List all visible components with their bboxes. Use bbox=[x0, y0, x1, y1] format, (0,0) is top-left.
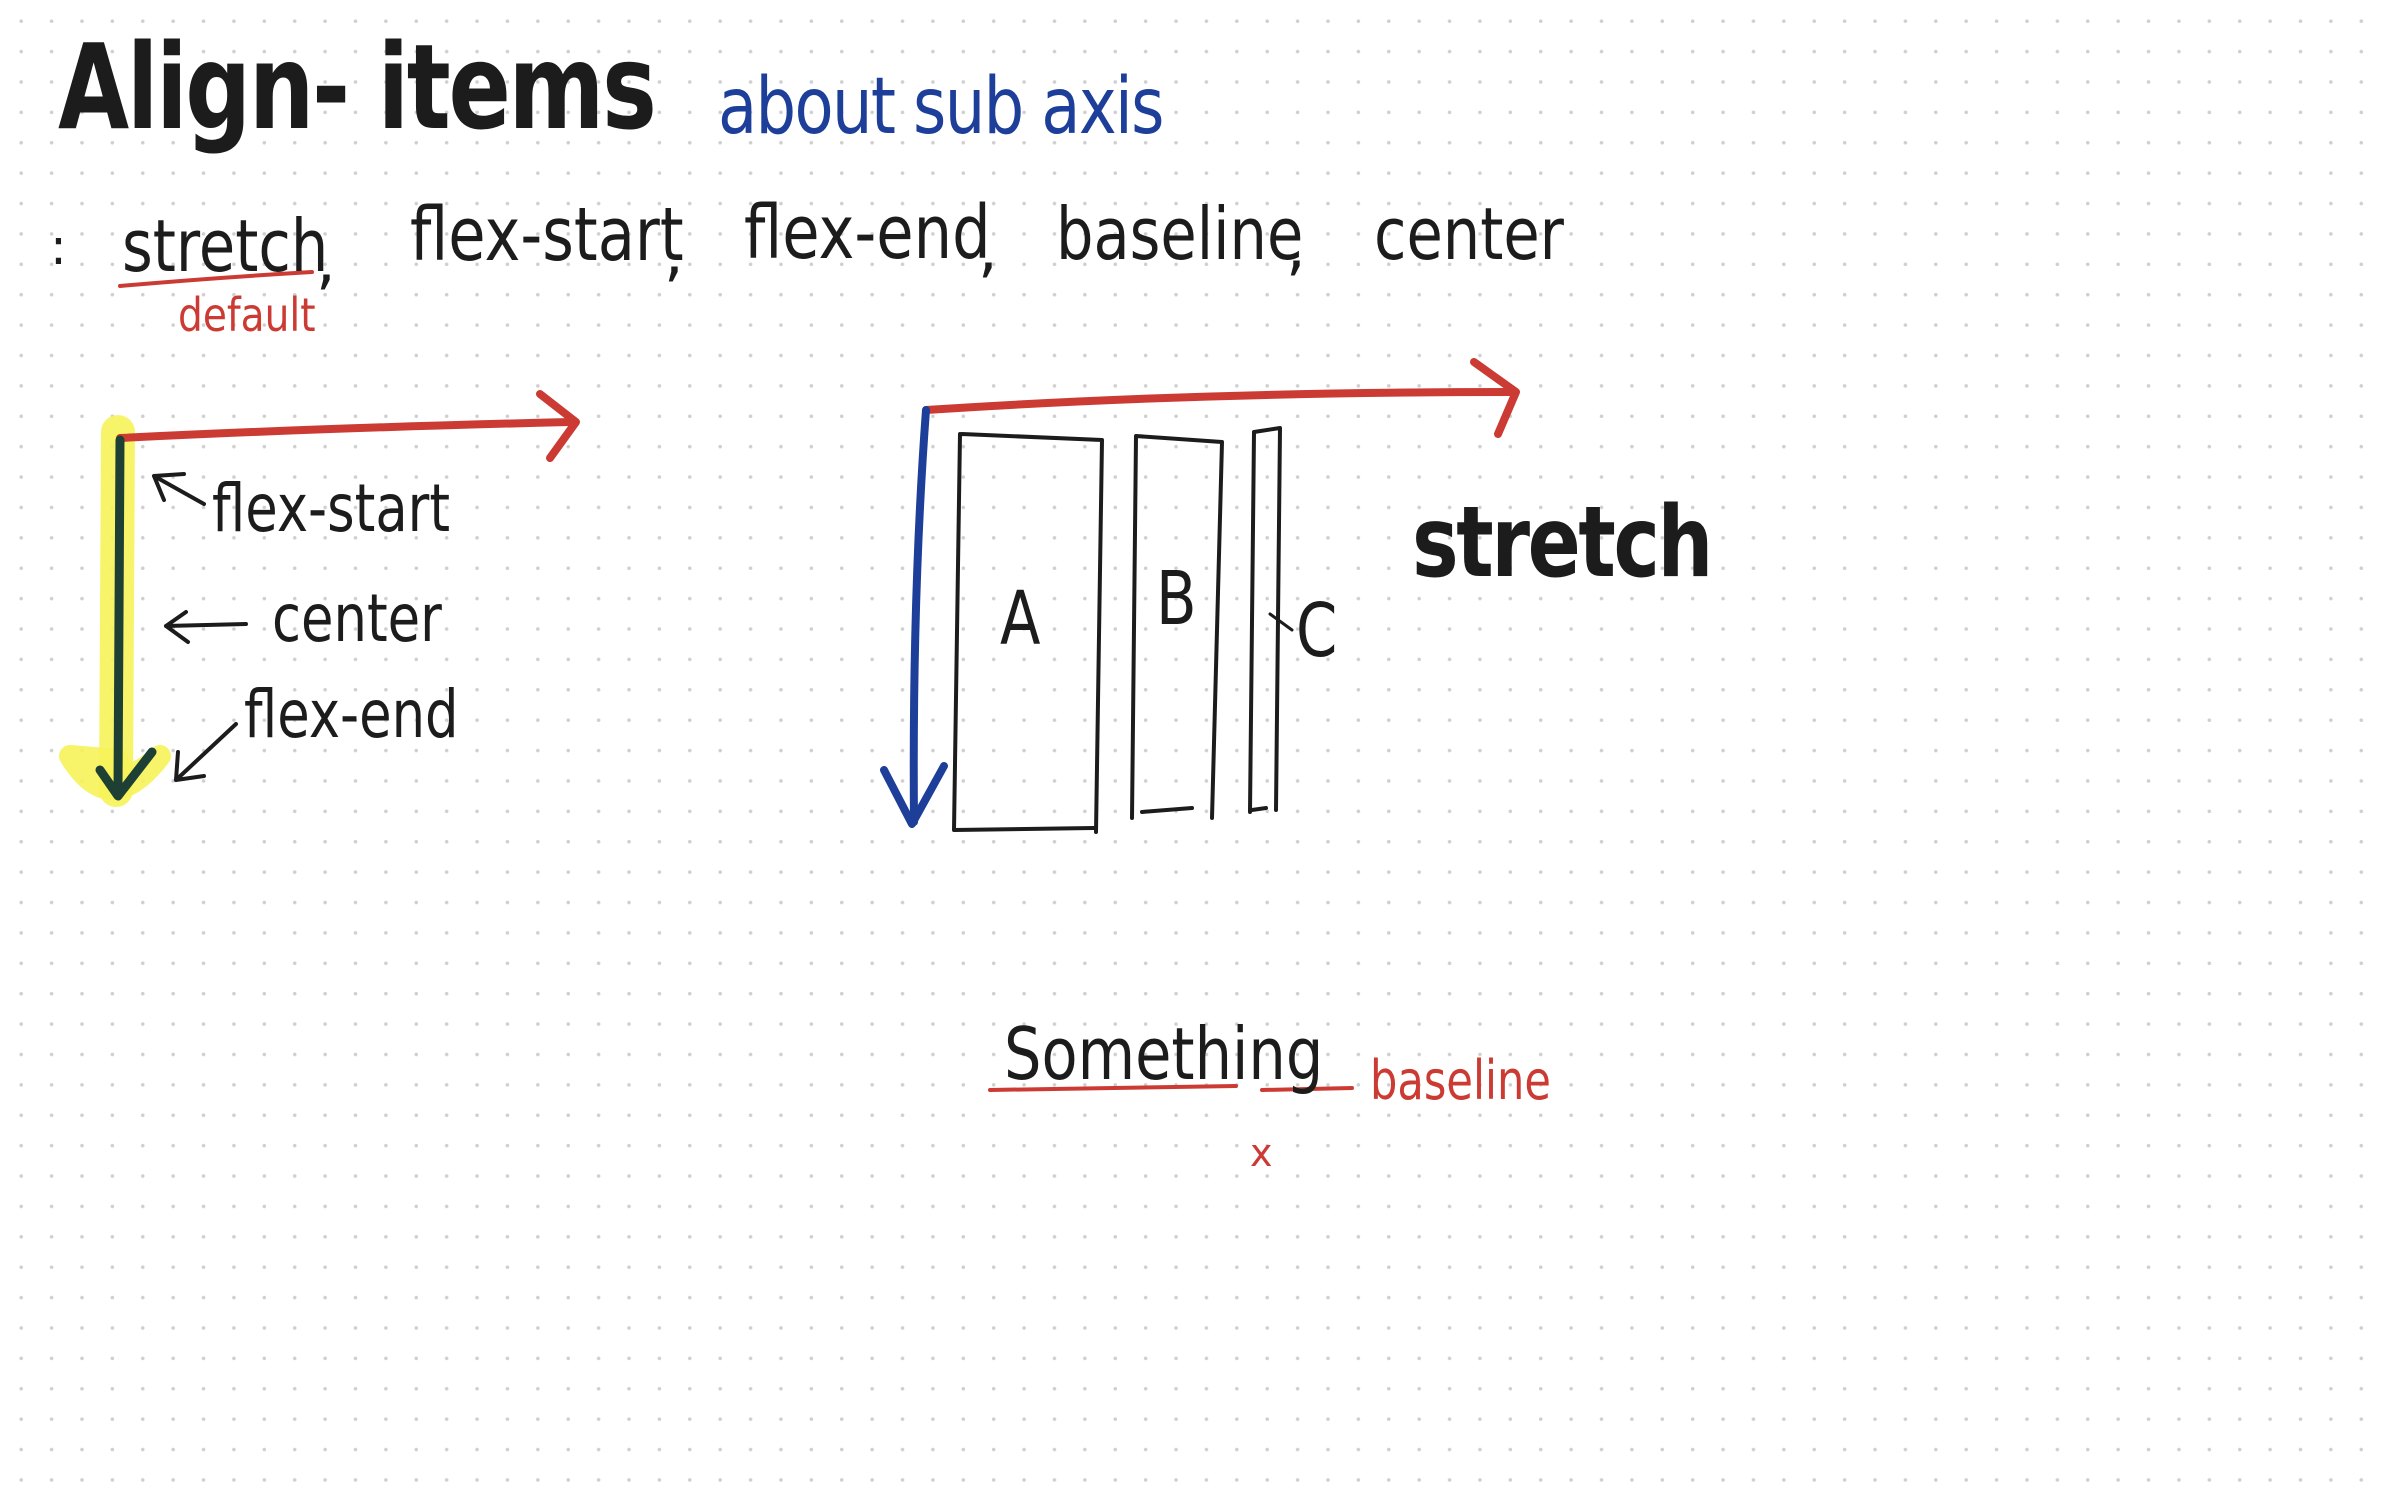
flex-start-pointer bbox=[152, 472, 206, 506]
value-stretch: stretch bbox=[122, 204, 329, 288]
stretch-heading: stretch bbox=[1412, 486, 1713, 600]
separator: , bbox=[664, 216, 684, 289]
baseline-example-word: Something bbox=[1004, 1012, 1324, 1096]
main-axis-arrowhead bbox=[536, 390, 580, 462]
stretch-main-axis-arrowhead bbox=[1470, 358, 1520, 438]
colon-mark: : bbox=[50, 218, 67, 276]
stretch-cross-axis-arrowhead bbox=[880, 762, 948, 828]
flex-item-a: A bbox=[1000, 576, 1041, 662]
subtitle: about sub axis bbox=[718, 62, 1164, 152]
page-title: Align- items bbox=[58, 18, 657, 156]
stretch-main-axis bbox=[922, 388, 1516, 414]
flex-item-c: C bbox=[1296, 588, 1338, 674]
flex-item-b: B bbox=[1156, 556, 1197, 642]
axis-label-flex-end: flex-end bbox=[244, 676, 459, 753]
highlighter-stroke bbox=[99, 415, 135, 807]
stretch-cross-axis bbox=[909, 406, 930, 826]
cross-axis-arrowhead bbox=[95, 747, 157, 801]
highlighter-arrowhead bbox=[59, 745, 171, 800]
separator: , bbox=[1286, 210, 1306, 283]
cross-axis-line bbox=[113, 435, 125, 795]
value-flex-start: flex-start bbox=[410, 192, 684, 278]
default-note: default bbox=[178, 288, 316, 342]
separator: , bbox=[978, 212, 998, 285]
value-center: center bbox=[1374, 192, 1564, 276]
value-baseline: baseline bbox=[1056, 192, 1304, 276]
flex-end-pointer bbox=[174, 722, 238, 782]
item-c-pointer bbox=[1268, 612, 1294, 632]
axis-label-flex-start: flex-start bbox=[212, 470, 451, 547]
main-axis-arrow bbox=[116, 418, 574, 442]
value-flex-end: flex-end bbox=[744, 190, 991, 276]
axis-label-center: center bbox=[272, 580, 442, 657]
item-c-box bbox=[1248, 426, 1282, 814]
baseline-label: baseline bbox=[1370, 1049, 1551, 1112]
descender-mark: x bbox=[1250, 1131, 1273, 1175]
center-pointer bbox=[164, 610, 248, 644]
separator: , bbox=[316, 224, 336, 297]
